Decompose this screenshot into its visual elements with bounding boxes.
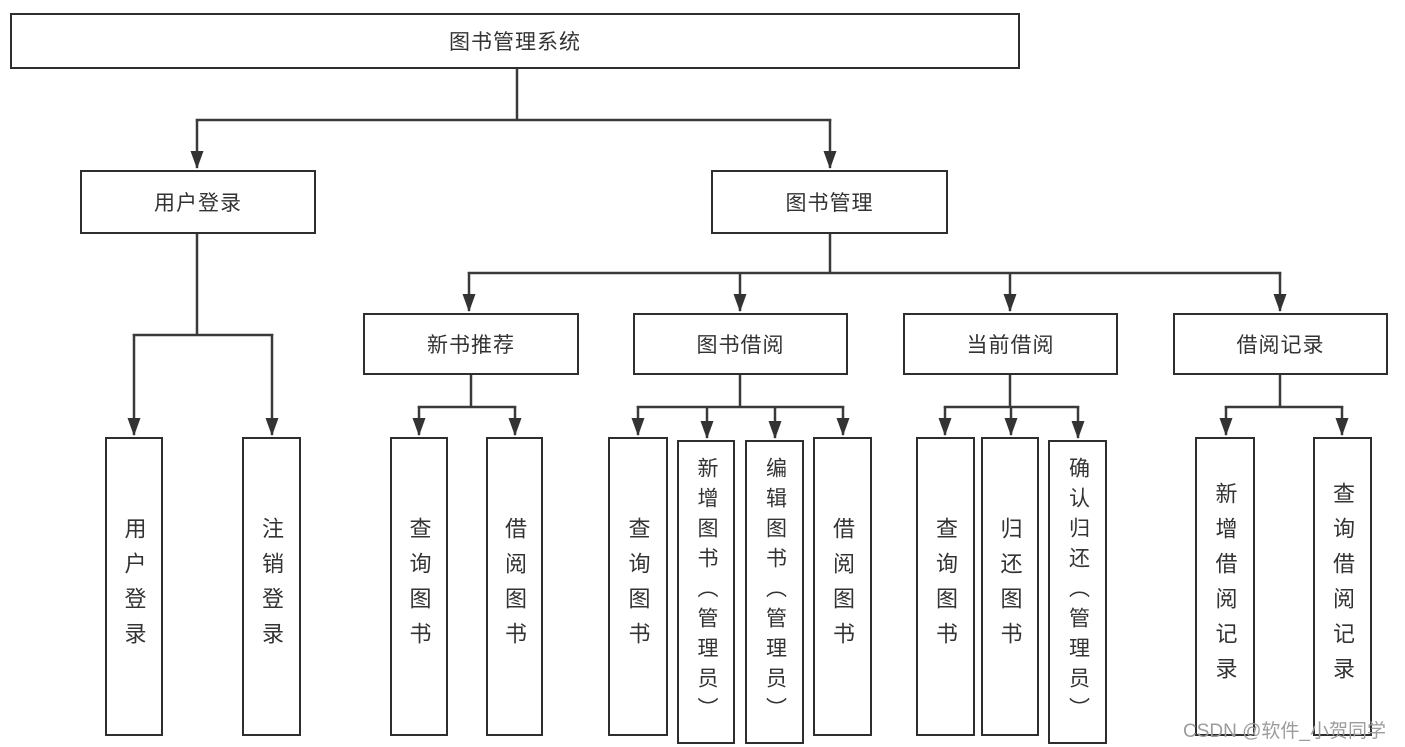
leaf-return-books: 归还图书 bbox=[981, 437, 1039, 736]
leaf-borrow-books-recommend: 借阅图书 bbox=[486, 437, 543, 736]
leaf-edit-book-admin: 编辑图书（管理员） bbox=[745, 440, 804, 744]
leaf-confirm-return-admin: 确认归还（管理员） bbox=[1048, 440, 1107, 744]
leaf-label: 查询图书 bbox=[625, 516, 651, 657]
leaf-label: 确认归还（管理员） bbox=[1066, 457, 1090, 727]
node-user-login-label: 用户登录 bbox=[154, 192, 242, 215]
leaf-label: 归还图书 bbox=[997, 516, 1023, 657]
leaf-label: 查询借阅记录 bbox=[1330, 481, 1356, 692]
leaf-label: 借阅图书 bbox=[502, 516, 528, 657]
leaf-label: 编辑图书（管理员） bbox=[763, 457, 787, 727]
node-book-management: 图书管理 bbox=[711, 170, 948, 234]
leaf-label: 新增图书（管理员） bbox=[695, 457, 719, 727]
node-root-label: 图书管理系统 bbox=[449, 31, 581, 54]
leaf-label: 查询图书 bbox=[406, 516, 432, 657]
node-book-borrowing: 图书借阅 bbox=[633, 313, 848, 375]
leaf-label: 查询图书 bbox=[933, 516, 959, 657]
node-book-management-label: 图书管理 bbox=[785, 192, 874, 215]
node-new-book-recommendation-label: 新书推荐 bbox=[427, 334, 515, 357]
leaf-label: 借阅图书 bbox=[830, 516, 856, 657]
node-current-borrowing-label: 当前借阅 bbox=[966, 334, 1055, 357]
leaf-user-login: 用户登录 bbox=[105, 437, 163, 736]
leaf-query-books-borrowing: 查询图书 bbox=[608, 437, 668, 736]
node-new-book-recommendation: 新书推荐 bbox=[363, 313, 579, 375]
leaf-logout: 注销登录 bbox=[242, 437, 301, 736]
leaf-query-books-recommend: 查询图书 bbox=[390, 437, 448, 736]
csdn-watermark: CSDN @软件_小贺同学 bbox=[1183, 721, 1386, 742]
leaf-borrow-books-borrowing: 借阅图书 bbox=[813, 437, 872, 736]
node-user-login: 用户登录 bbox=[80, 170, 316, 234]
node-book-borrowing-label: 图书借阅 bbox=[696, 334, 785, 357]
node-borrowing-records: 借阅记录 bbox=[1173, 313, 1388, 375]
leaf-query-borrow-record: 查询借阅记录 bbox=[1313, 437, 1372, 736]
leaf-add-borrow-record: 新增借阅记录 bbox=[1195, 437, 1255, 736]
leaf-label: 注销登录 bbox=[259, 516, 285, 657]
node-current-borrowing: 当前借阅 bbox=[903, 313, 1118, 375]
leaf-add-book-admin: 新增图书（管理员） bbox=[677, 440, 735, 744]
leaf-query-books-current: 查询图书 bbox=[916, 437, 975, 736]
node-borrowing-records-label: 借阅记录 bbox=[1236, 334, 1325, 357]
node-root: 图书管理系统 bbox=[10, 13, 1020, 69]
leaf-label: 用户登录 bbox=[121, 516, 147, 657]
leaf-label: 新增借阅记录 bbox=[1212, 481, 1238, 692]
